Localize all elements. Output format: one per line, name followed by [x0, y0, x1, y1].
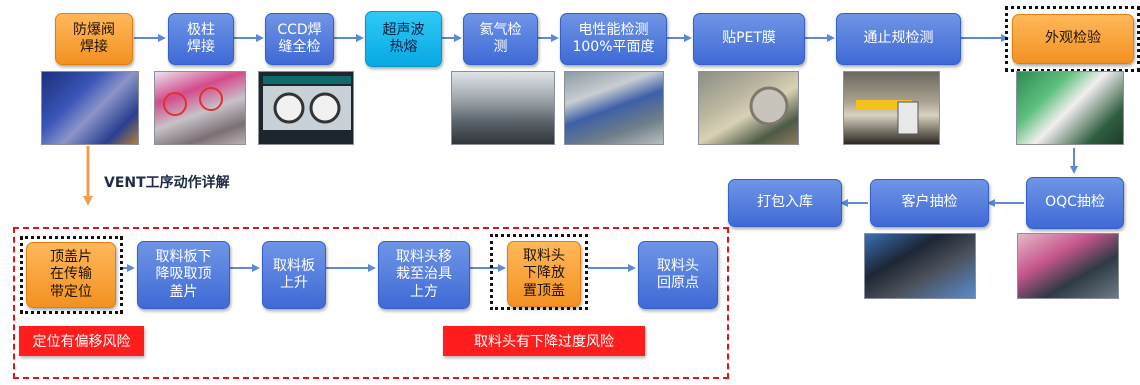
step-label: 取料头 下降放 置顶盖: [523, 247, 565, 299]
step-label: 贴PET膜: [722, 30, 776, 47]
step-customer-sampling: 客户抽检: [870, 179, 989, 227]
vent-step-positioning: 顶盖片 在传输 带定位: [26, 242, 116, 308]
step-helium-test: 氦气检 测: [463, 13, 538, 65]
step-oqc-sampling: OQC抽检: [1026, 177, 1124, 229]
step-label: CCD焊 缝全检: [277, 21, 322, 56]
vent-step-return-origin: 取料头 回原点: [638, 241, 718, 309]
step-appearance-check: 外观检验: [1012, 14, 1134, 64]
vent-detail-frame: [13, 227, 729, 379]
step-label: 防爆阀 焊接: [73, 21, 115, 56]
photo-roller: [749, 86, 789, 126]
photo-ccd-detail: [263, 76, 351, 130]
photo-markings: [163, 87, 223, 116]
step-ultrasonic-melt: 超声波 热熔: [365, 11, 442, 67]
risk-label-over-descend: 取料头有下降过度风险: [443, 326, 645, 356]
step-label: 打包入库: [757, 194, 813, 211]
photo-gauge-fixture: [843, 71, 940, 145]
vent-step-plate-up: 取料板 上升: [262, 241, 326, 309]
step-explosion-valve-welding: 防爆阀 焊接: [55, 13, 133, 65]
step-label: 外观检验: [1045, 30, 1101, 47]
vent-caption: VENT工序动作详解: [104, 175, 230, 191]
step-label: 极柱 焊接: [187, 21, 215, 56]
step-label: 取料板下 降吸取顶 盖片: [155, 248, 212, 300]
step-label: 取料头 回原点: [657, 257, 699, 292]
step-ccd-inspection: CCD焊 缝全检: [265, 13, 334, 65]
step-pet-film: 贴PET膜: [693, 13, 805, 65]
step-label: OQC抽检: [1045, 194, 1105, 211]
photo-oqc-sampling: [1017, 233, 1119, 299]
photo-welding-machine: [41, 71, 139, 145]
step-terminal-welding: 极柱 焊接: [168, 13, 234, 65]
vent-step-move-to-fixture: 取料头移 栽至治具 上方: [378, 241, 470, 309]
step-packing-storage: 打包入库: [728, 179, 842, 227]
step-label: 取料头移 栽至治具 上方: [396, 248, 452, 300]
step-label: 超声波 热熔: [382, 21, 425, 56]
vent-step-pick-down: 取料板下 降吸取顶 盖片: [137, 241, 230, 309]
step-label: 顶盖片 在传输 带定位: [50, 248, 92, 300]
photo-helium-tester: [451, 71, 555, 145]
step-label: 氦气检 测: [479, 21, 522, 56]
photo-pet-film-machine: [698, 71, 799, 145]
photo-terminal-welding: [154, 71, 246, 145]
photo-appearance-inspection: [1016, 71, 1124, 145]
step-electrical-test: 电性能检测 100%平面度: [560, 13, 667, 65]
photo-customer-sampling: [864, 233, 976, 299]
photo-electrical-tester: [564, 71, 664, 145]
photo-ccd-screen: [258, 71, 354, 145]
step-label: 取料板 上升: [273, 257, 315, 292]
photo-gauge-detail: [856, 100, 919, 135]
highlight-frame-positioning: [20, 236, 123, 314]
highlight-frame-appearance: [1005, 6, 1140, 72]
step-label: 电性能检测 100%平面度: [572, 21, 655, 56]
step-gauge-test: 通止规检测: [836, 13, 961, 65]
step-label: 通止规检测: [863, 30, 934, 47]
vent-step-place-cap: 取料头 下降放 置顶盖: [507, 241, 581, 307]
highlight-frame-place-cap: [490, 234, 588, 310]
step-label: 客户抽检: [901, 194, 958, 211]
risk-label-positioning-offset: 定位有偏移风险: [19, 326, 144, 356]
